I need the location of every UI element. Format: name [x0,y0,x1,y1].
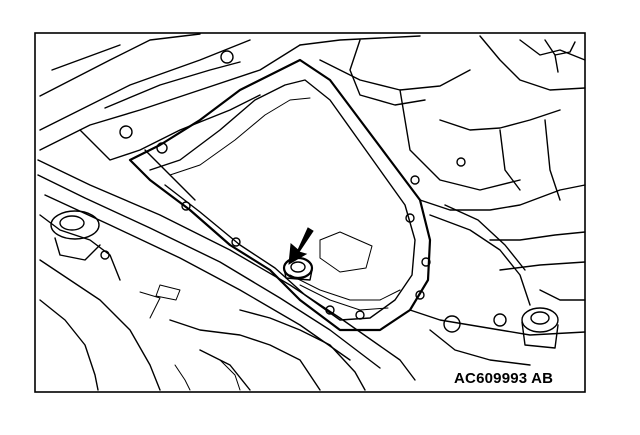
bolt-icon [493,313,507,327]
bolt-icon [231,237,241,247]
bolt-icon [220,50,234,64]
bolt-icon [405,213,415,223]
drain-plug-icon [282,256,314,281]
bolt-icon [415,290,425,300]
bolt-icon [355,310,365,320]
filter-housing-right [521,39,576,349]
bolt-icon [410,175,420,185]
bolt-icon [443,315,461,333]
bolt-icon [325,305,335,315]
bolt-icon [421,257,431,267]
figure-code-label: AC609993 AB [452,370,556,387]
bolt-icon [156,142,168,154]
diagram-frame [34,32,586,393]
bolts [100,50,507,333]
arrow-pointer-icon [288,227,314,265]
mounting-bracket-left [50,210,101,261]
bolt-icon [119,125,133,139]
bolt-icon [181,201,191,211]
bolt-icon [100,250,110,260]
structure-lines [37,33,586,391]
bolt-icon [456,157,466,167]
